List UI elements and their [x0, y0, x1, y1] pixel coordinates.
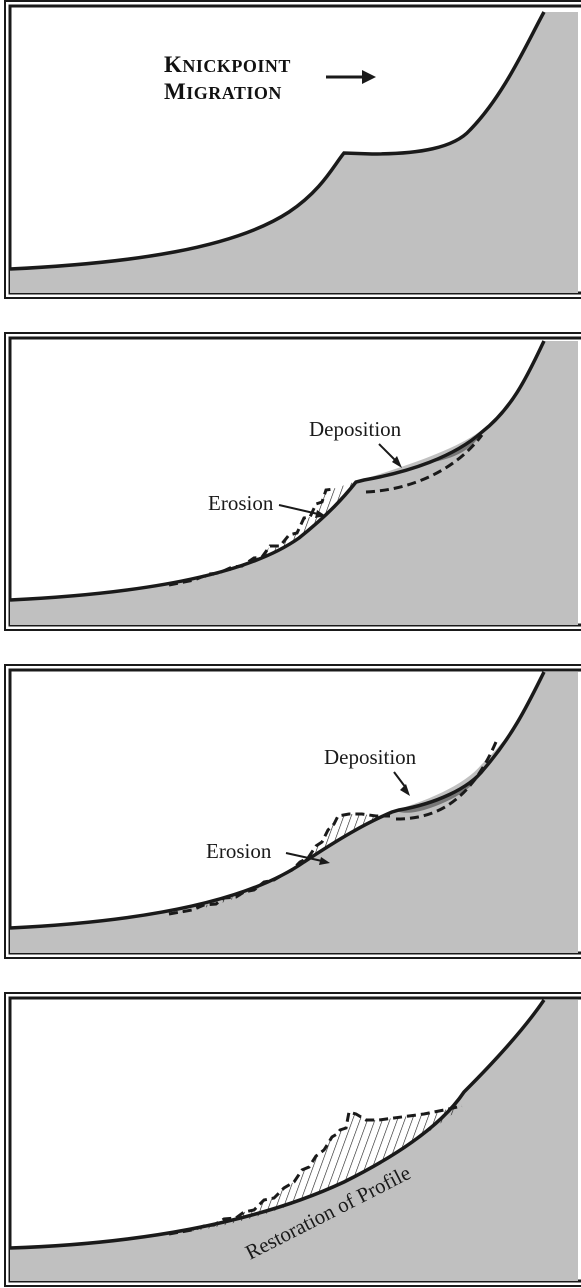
deposition-label: Deposition: [324, 745, 417, 769]
deposition-zone: [396, 769, 484, 813]
erosion-zone: [169, 482, 354, 585]
panel-2-svg: Deposition Erosion: [4, 332, 581, 631]
erosion-arrow-shaft: [285, 852, 323, 862]
panel-4-svg: Restoration of Profile: [4, 992, 581, 1287]
erosion-arrow-shaft: [278, 504, 319, 515]
original-profile-dashed: [168, 741, 498, 916]
erosion-label: Erosion: [208, 491, 274, 515]
ground-profile: [10, 12, 578, 293]
panel-restoration: Restoration of Profile: [4, 992, 581, 1288]
panel-1-svg: KNICKPOINT MIGRATION: [4, 0, 581, 299]
migration-arrow-head: [362, 70, 376, 84]
erosion-zone: [169, 812, 392, 914]
panel-1-outer-frame: [4, 0, 581, 299]
erosion-arrow-head: [315, 510, 326, 518]
deposition-label: Deposition: [309, 417, 402, 441]
erosion-arrow-head: [319, 857, 330, 865]
erosion-label: Erosion: [206, 839, 272, 863]
panel-3-svg: Deposition Erosion: [4, 664, 581, 959]
panel-2-outer-frame: [4, 332, 581, 631]
panel-4-outer-frame: [4, 992, 581, 1287]
original-profile-dashed: [168, 1104, 463, 1236]
title-line-2: MIGRATION: [164, 79, 282, 104]
erosion-zone: [169, 1106, 462, 1234]
deposition-arrow-head: [400, 784, 410, 796]
title-line-1: KNICKPOINT: [164, 52, 291, 77]
deposition-arrow-shaft: [378, 443, 398, 463]
deposition-arrow-shaft: [393, 771, 407, 789]
ground-profile: [10, 341, 578, 625]
profile-line: [9, 999, 546, 1250]
original-profile-dashed: [168, 434, 484, 587]
panel-continued-adjustment: Deposition Erosion: [4, 664, 581, 960]
panel-knickpoint-migration: KNICKPOINT MIGRATION: [4, 0, 581, 300]
ground-profile: [10, 672, 578, 953]
panel-3-outer-frame: [4, 664, 581, 959]
ground-profile: [10, 1000, 578, 1281]
profile-line: [9, 11, 546, 271]
deposition-arrow-head: [392, 456, 402, 468]
panel-early-adjustment: Deposition Erosion: [4, 332, 581, 632]
profile-line: [9, 671, 546, 930]
